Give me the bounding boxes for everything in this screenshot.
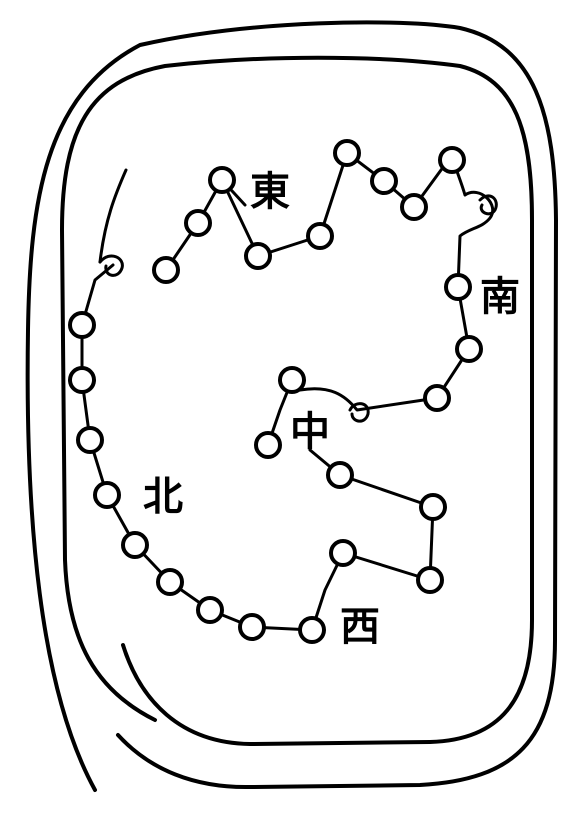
station-circle — [298, 616, 326, 644]
station-circle — [184, 209, 212, 237]
station-circle — [196, 596, 224, 624]
river-line — [98, 168, 128, 264]
station-circle — [68, 311, 96, 339]
station-circle — [306, 222, 334, 250]
station-circle — [208, 166, 236, 194]
station-circle — [68, 366, 96, 394]
station-circle — [238, 613, 266, 641]
station-circle — [93, 481, 121, 509]
station-group — [68, 139, 483, 644]
label-north: 北 — [143, 473, 183, 520]
inner-boundary-line — [60, 55, 534, 746]
outer-boundary-line — [25, 20, 558, 792]
station-circle — [326, 461, 354, 489]
station-circle — [244, 242, 272, 270]
station-circle — [278, 366, 306, 394]
station-circle — [329, 539, 357, 567]
label-center: 中 — [290, 408, 330, 455]
hook-northwest — [98, 254, 124, 277]
station-circle — [423, 384, 451, 412]
station-circle — [438, 146, 466, 174]
label-east: 東 — [250, 168, 290, 215]
station-circle — [254, 431, 282, 459]
station-circle — [455, 335, 483, 363]
station-circle — [416, 566, 444, 594]
station-circle — [444, 273, 472, 301]
station-circle — [156, 568, 184, 596]
label-south: 南 — [480, 273, 520, 320]
station-circle — [333, 139, 361, 167]
station-circle — [76, 426, 104, 454]
station-circle — [121, 531, 149, 559]
station-circle — [370, 167, 398, 195]
hook-south-east — [478, 194, 498, 216]
station-circle — [400, 193, 428, 221]
station-circle — [419, 493, 447, 521]
station-circle — [152, 256, 180, 284]
hook-center-east — [348, 402, 370, 423]
label-west: 西 — [340, 603, 380, 650]
